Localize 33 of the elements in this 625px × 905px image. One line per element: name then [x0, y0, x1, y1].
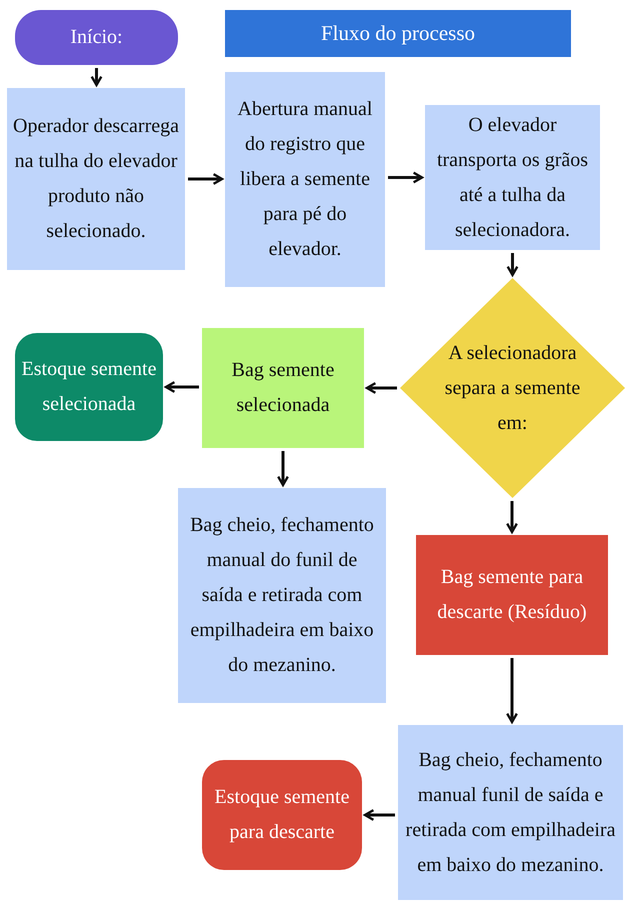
arrow [188, 173, 224, 185]
node-text: Abertura manual do registro que libera a semente para pé do elevador. [236, 97, 374, 262]
arrow [506, 658, 518, 724]
start-terminal [15, 10, 178, 65]
process-box [425, 105, 600, 250]
process-box [7, 88, 185, 270]
node-text: Bag semente para descarte (Resíduo) [436, 565, 588, 625]
node-text: Bag semente selecionada [230, 358, 336, 418]
node-text: Estoque semente para descarte [214, 785, 350, 845]
title-banner: Fluxo do processo [225, 10, 571, 57]
arrow [388, 172, 424, 184]
decision-diamond [400, 278, 625, 498]
process-box [416, 535, 608, 655]
arrow [90, 68, 102, 86]
node-text: Bag cheio, fechamento manual funil de saída e retirada com empilhadeira em baixo do mezanino. [404, 748, 616, 878]
arrow [277, 451, 289, 486]
process-box [202, 328, 364, 448]
arrow [506, 253, 518, 276]
arrow [506, 501, 518, 534]
arrow [364, 809, 395, 821]
arrow [366, 382, 397, 394]
node-text: Operador descarrega na tulha do elevador produto não selecionado. [13, 114, 179, 244]
node-text: A selecionadora separa a semente em: [444, 340, 582, 436]
node-text: Bag cheio, fechamento manual do funil de saída e retirada com empilhadeira em baixo do mezanino. [189, 513, 375, 678]
node-text: Estoque semente selecionada [21, 357, 157, 417]
process-box [178, 488, 386, 703]
node-text: Início: [70, 25, 123, 50]
process-box [225, 72, 385, 287]
process-box [398, 725, 623, 900]
node-text: O elevador transporta os grãos até a tulha da selecionadora. [436, 112, 590, 242]
terminal-box [202, 760, 362, 870]
arrow [164, 381, 199, 393]
terminal-box [15, 333, 163, 441]
